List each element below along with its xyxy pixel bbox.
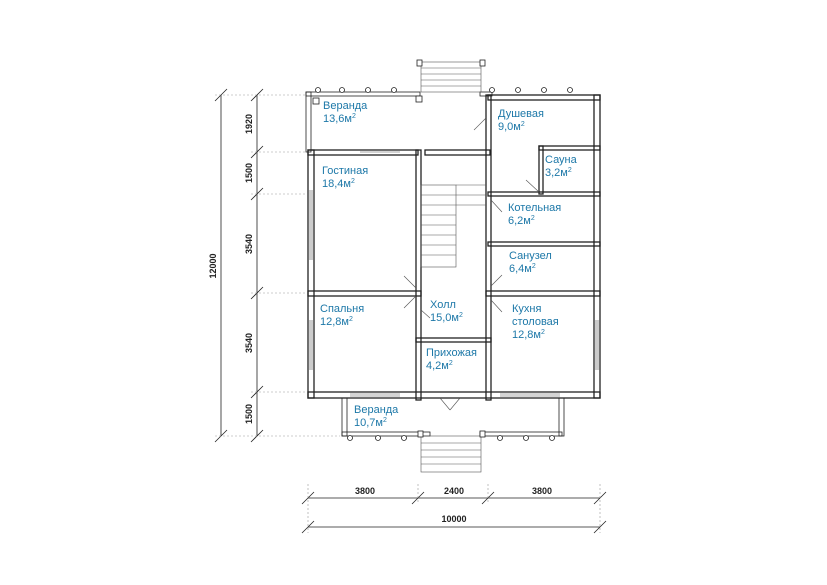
dim-h-3: 3800 bbox=[532, 486, 552, 496]
dim-v-5: 1500 bbox=[244, 404, 254, 424]
dim-h-2: 2400 bbox=[444, 486, 464, 496]
room-sauna-name: Сауна bbox=[545, 154, 578, 166]
dim-h-1: 3800 bbox=[355, 486, 375, 496]
room-sanuzel-name: Санузел bbox=[509, 250, 552, 262]
top-steps bbox=[416, 59, 486, 93]
dim-h-total: 10000 bbox=[441, 514, 466, 524]
room-veranda-top-area: 13,6м2 bbox=[323, 113, 356, 125]
staircase bbox=[420, 184, 486, 268]
dim-v-1: 1920 bbox=[244, 114, 254, 134]
horizontal-dimensions: 3800 2400 3800 10000 bbox=[301, 484, 607, 534]
room-prihozh-name: Прихожая bbox=[426, 347, 477, 359]
walls bbox=[305, 91, 601, 437]
room-labels: Веранда 13,6м2 Душевая 9,0м2 Гостиная 18… bbox=[320, 100, 578, 429]
dim-v-total: 12000 bbox=[208, 253, 218, 278]
room-veranda-top-name: Веранда bbox=[323, 100, 368, 112]
windows bbox=[309, 151, 599, 397]
room-kotelnaya-area: 6,2м2 bbox=[508, 215, 535, 227]
room-sanuzel-area: 6,4м2 bbox=[509, 263, 536, 275]
veranda-posts bbox=[312, 87, 573, 441]
dim-v-3: 3540 bbox=[244, 234, 254, 254]
room-holl-area: 15,0м2 bbox=[430, 312, 463, 324]
room-dush-area: 9,0м2 bbox=[498, 121, 525, 133]
room-sauna-area: 3,2м2 bbox=[545, 167, 572, 179]
room-prihozh-area: 4,2м2 bbox=[426, 360, 453, 372]
room-veranda-bottom-area: 10,7м2 bbox=[354, 417, 387, 429]
room-veranda-bottom-name: Веранда bbox=[354, 404, 399, 416]
bottom-steps bbox=[417, 430, 486, 473]
room-dush-name: Душевая bbox=[498, 108, 544, 120]
room-kuhnya-area: 12,8м2 bbox=[512, 329, 545, 341]
dim-v-4: 3540 bbox=[244, 333, 254, 353]
room-kotelnaya-name: Котельная bbox=[508, 202, 561, 214]
room-holl-name: Холл bbox=[430, 299, 456, 311]
vertical-dimensions: 12000 1920 1500 3540 3540 1500 bbox=[208, 88, 340, 443]
doors bbox=[403, 117, 540, 411]
room-spalnya-name: Спальня bbox=[320, 303, 364, 315]
room-kuhnya-name: Кухня bbox=[512, 303, 541, 315]
room-gostinaya-name: Гостиная bbox=[322, 165, 368, 177]
dim-v-2: 1500 bbox=[244, 163, 254, 183]
room-gostinaya-area: 18,4м2 bbox=[322, 178, 355, 190]
room-spalnya-area: 12,8м2 bbox=[320, 316, 353, 328]
room-kuhnya-name2: столовая bbox=[512, 316, 559, 328]
